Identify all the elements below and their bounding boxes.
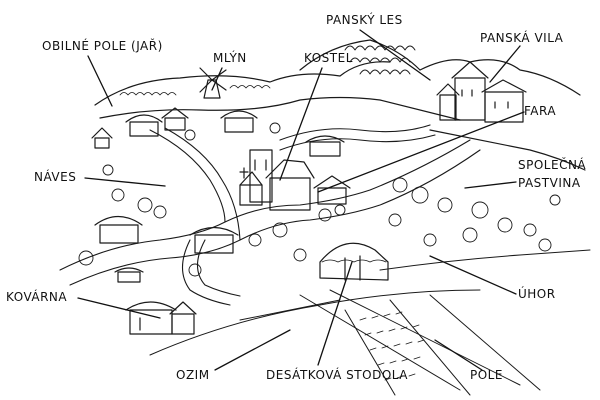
field-crops bbox=[359, 311, 425, 381]
label-kostel: KOSTEL bbox=[304, 51, 353, 65]
parsonage bbox=[313, 175, 351, 205]
label-spolecna-pastvina-line2: PASTVINA bbox=[518, 176, 581, 190]
label-fara: FARA bbox=[524, 104, 557, 118]
background-hills bbox=[94, 39, 586, 171]
church bbox=[239, 149, 315, 211]
label-spolecna-pastvina-line1: SPOLEČNÁ bbox=[518, 158, 587, 172]
forge bbox=[125, 301, 197, 335]
leader-lines bbox=[77, 29, 525, 371]
tithe-barn bbox=[319, 242, 389, 281]
manor-villa bbox=[436, 61, 527, 123]
windmill bbox=[199, 67, 227, 99]
label-desatkova-stodola: DESÁTKOVÁ STODOLA bbox=[266, 368, 408, 382]
label-panska-vila: PANSKÁ VILA bbox=[480, 31, 564, 45]
label-uhor: ÚHOR bbox=[518, 287, 556, 301]
label-naves: NÁVES bbox=[34, 170, 77, 184]
label-pole: POLE bbox=[470, 368, 503, 382]
label-ozim: OZIM bbox=[176, 368, 210, 382]
field-boundaries bbox=[149, 249, 591, 396]
roads bbox=[59, 124, 481, 306]
label-kovarna: KOVÁRNA bbox=[6, 290, 68, 304]
label-obilne-pole: OBILNÉ POLE (JAŘ) bbox=[42, 39, 163, 53]
label-pansky-les: PANSKÝ LES bbox=[326, 13, 403, 27]
lords-forest bbox=[344, 45, 416, 75]
label-mlyn: MLÝN bbox=[213, 51, 247, 65]
trees bbox=[78, 122, 561, 277]
cottages bbox=[91, 107, 345, 283]
